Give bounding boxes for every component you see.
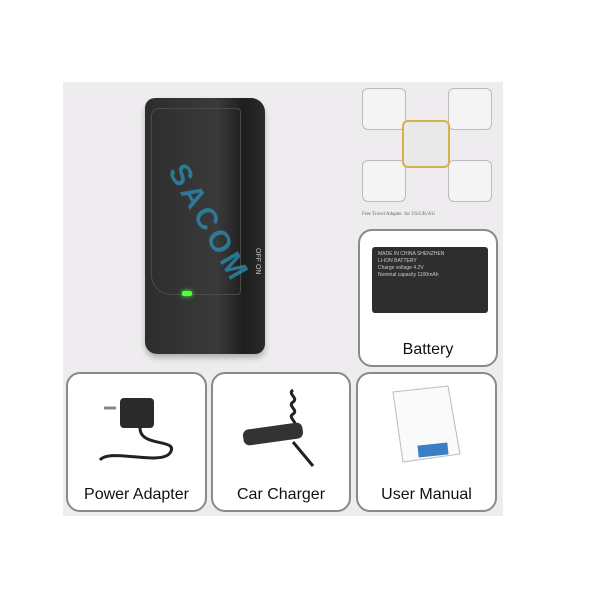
power-adapter-label: Power Adapter xyxy=(84,486,189,503)
power-adapter-icon xyxy=(98,398,174,462)
caption-suffix: for US/UK/AU xyxy=(404,212,435,217)
battery-print-line: LI-ION BATTERY xyxy=(378,258,417,264)
battery-label: Battery xyxy=(402,341,454,358)
travel-adapter-image xyxy=(356,84,500,204)
car-charger-icon xyxy=(242,388,315,467)
user-manual-card: User Manual xyxy=(356,372,497,512)
eu-plug-image xyxy=(362,88,406,130)
universal-adapter-image xyxy=(402,120,450,168)
travel-adapter-caption: Free Travel Adapter for US/UK/AU xyxy=(362,207,435,217)
car-charger-card: Car Charger xyxy=(211,372,351,512)
battery-print-line: MADE IN CHINA SHENZHEN xyxy=(378,251,445,257)
battery-print-line: Nominal capacity 1100mAh xyxy=(378,272,439,278)
caption-text: Free Travel Adapter xyxy=(362,212,402,217)
uk-plug-image xyxy=(448,88,492,130)
battery-card: MADE IN CHINA SHENZHEN LI-ION BATTERY Ch… xyxy=(358,229,498,367)
au-plug-image xyxy=(448,160,492,202)
user-manual-label: User Manual xyxy=(381,486,472,503)
battery-image: MADE IN CHINA SHENZHEN LI-ION BATTERY Ch… xyxy=(372,247,488,313)
us-plug-image xyxy=(362,160,406,202)
car-charger-label: Car Charger xyxy=(236,486,326,503)
jammer-device-image: SACOM OFF ON xyxy=(145,98,265,354)
power-led-indicator xyxy=(182,291,192,296)
power-switch-label: OFF ON xyxy=(254,248,261,275)
device-front-face xyxy=(151,108,241,295)
power-adapter-card: Power Adapter xyxy=(66,372,207,512)
battery-print-line: Charge voltage 4.2V xyxy=(378,265,424,271)
user-manual-icon xyxy=(392,385,461,463)
